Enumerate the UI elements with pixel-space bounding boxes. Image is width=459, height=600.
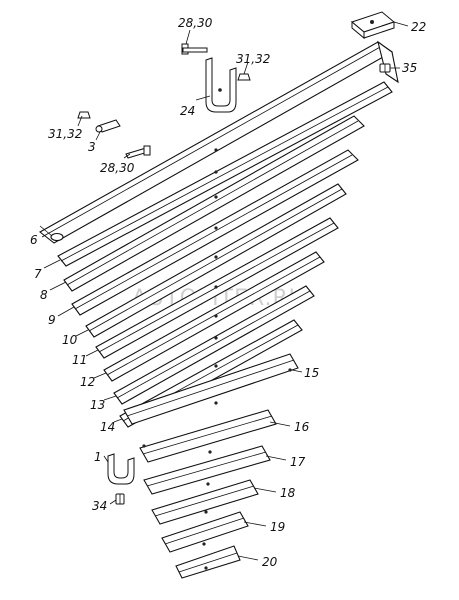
- callout-1: 1: [94, 450, 102, 464]
- callout-31-32-mid: 31,32: [48, 127, 82, 141]
- callout-31-32-top: 31,32: [236, 52, 270, 66]
- callout-24: 24: [180, 104, 195, 118]
- callout-10: 10: [62, 333, 78, 347]
- nut-mid: [77, 111, 91, 119]
- nut-top: [237, 73, 251, 81]
- callout-16: 16: [294, 420, 310, 434]
- callout-35: 35: [402, 61, 417, 75]
- nut-part-35: [379, 63, 391, 73]
- pin-part-3: [95, 119, 121, 133]
- callout-8: 8: [40, 288, 48, 302]
- bolt-mid: [125, 145, 151, 159]
- bolt-top: [181, 43, 208, 55]
- leaf-20: [175, 545, 241, 579]
- leaf-8: [63, 115, 365, 292]
- callout-6: 6: [30, 233, 38, 247]
- callout-20: 20: [262, 555, 278, 569]
- callout-34: 34: [92, 499, 107, 513]
- callout-18: 18: [280, 486, 296, 500]
- callout-28-30-top: 28,30: [178, 16, 213, 30]
- callout-14: 14: [100, 420, 115, 434]
- leaf-15: [123, 353, 299, 425]
- leaf-12: [103, 251, 325, 382]
- bolt-part-34: [115, 493, 125, 505]
- leaf-7: [57, 81, 393, 267]
- clip-part-1: [107, 453, 135, 485]
- plate-part-22: [350, 11, 396, 40]
- leaf-10: [85, 183, 347, 338]
- callout-17: 17: [290, 455, 306, 469]
- callout-13: 13: [90, 398, 105, 412]
- callout-7: 7: [34, 267, 42, 281]
- callout-22: 22: [411, 20, 426, 34]
- center-holes: [142, 148, 292, 570]
- leaf-19: [161, 511, 249, 553]
- leaf-13: [113, 285, 315, 405]
- callout-19: 19: [270, 520, 285, 534]
- leader-lines: [39, 21, 409, 561]
- leaf-17: [143, 445, 271, 495]
- callout-9: 9: [48, 313, 56, 327]
- leaf-18: [151, 479, 259, 525]
- leaf-9: [71, 149, 359, 316]
- callout-11: 11: [72, 353, 87, 367]
- callout-3: 3: [88, 140, 96, 154]
- clamp-part-24: [205, 57, 237, 113]
- callout-12: 12: [80, 375, 95, 389]
- leaf-6: [39, 40, 399, 244]
- leaf-16: [139, 409, 277, 463]
- callout-28-30-mid: 28,30: [100, 161, 135, 175]
- callout-15: 15: [304, 366, 319, 380]
